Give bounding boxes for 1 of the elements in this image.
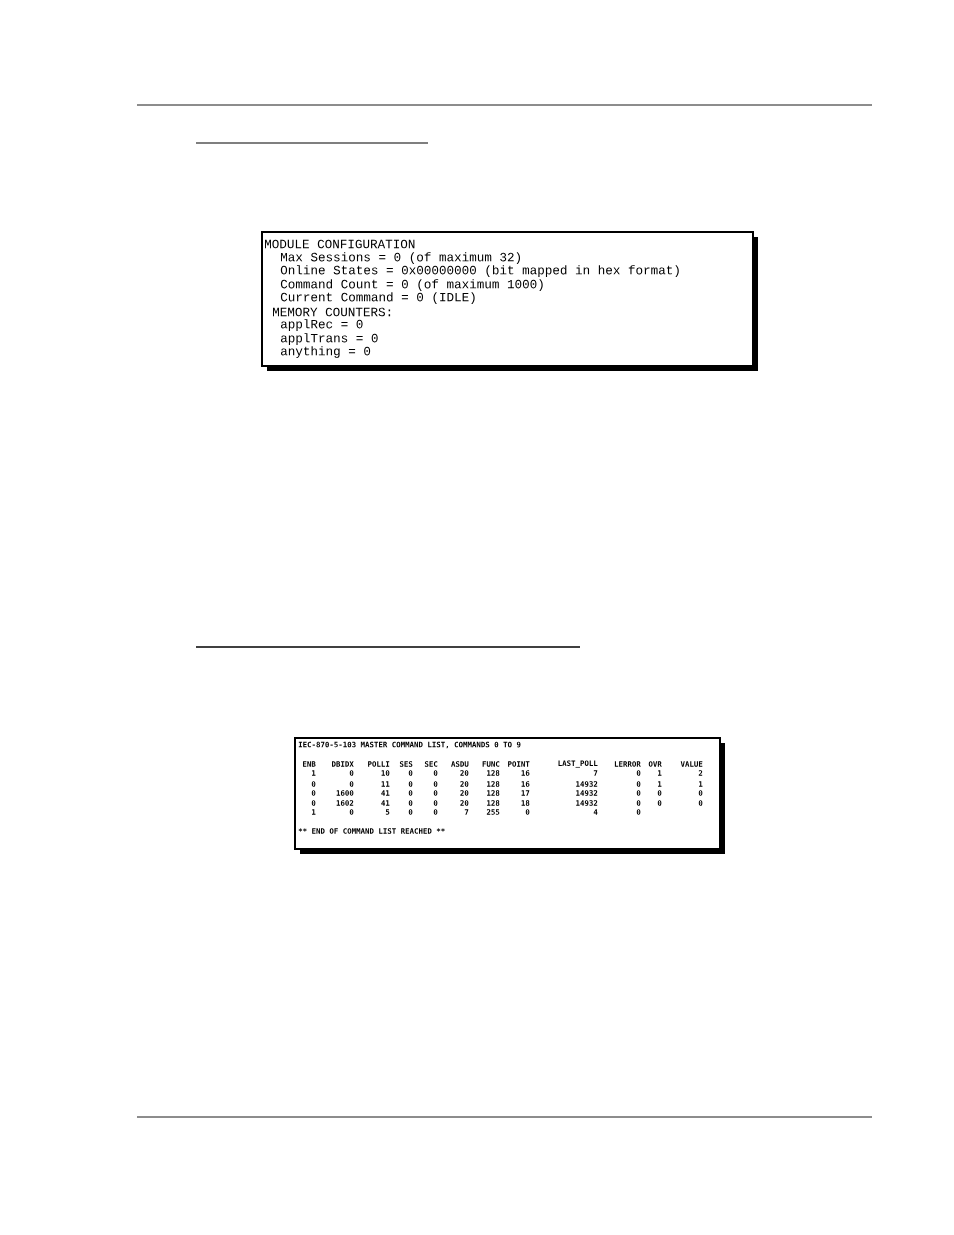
terminal-screenshot: MODULE CONFIGURATION Max Sessions = 0 (of maximum 32) Online States = 0x00000000 (bit mapped in hex format) Command Count = 0 (of maximum 1000) Current Command = 0 (IDLE) MEMORY COUNTERS: applRec = 0 applTrans = 0 anything = 0 [261,231,758,371]
